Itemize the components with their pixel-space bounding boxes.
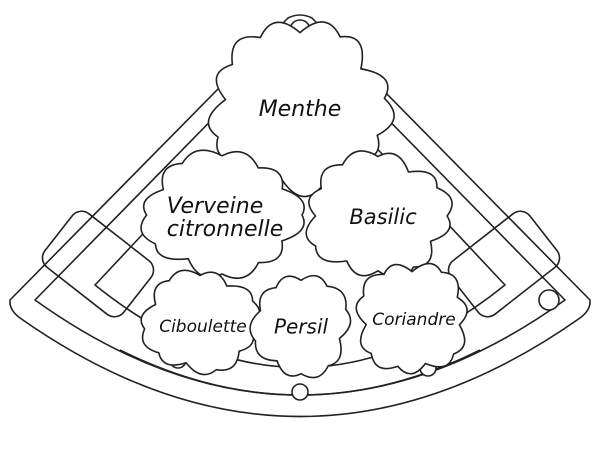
label-coriandre: Coriandre <box>372 310 455 330</box>
right-pocket <box>447 210 561 318</box>
left-pocket <box>41 210 155 318</box>
label-basilic: Basilic <box>349 205 417 229</box>
plant-cluster-menthe <box>207 21 395 198</box>
plant-cluster-basilic <box>305 150 453 279</box>
label-menthe: Menthe <box>259 97 342 122</box>
drainage-hole <box>538 289 560 311</box>
label-ciboulette: Ciboulette <box>159 317 247 337</box>
plant-cluster-coriandre <box>355 262 468 375</box>
plant-cluster-ciboulette <box>140 269 261 376</box>
label-persil: Persil <box>274 315 329 339</box>
small-leaf-middle <box>291 383 309 401</box>
plant-cluster-verveine <box>140 149 305 279</box>
label-verveine: Verveine <box>167 194 264 219</box>
label-citronnelle: citronnelle <box>167 217 284 242</box>
plant-cluster-persil <box>249 274 352 379</box>
plants-layer <box>140 21 468 379</box>
